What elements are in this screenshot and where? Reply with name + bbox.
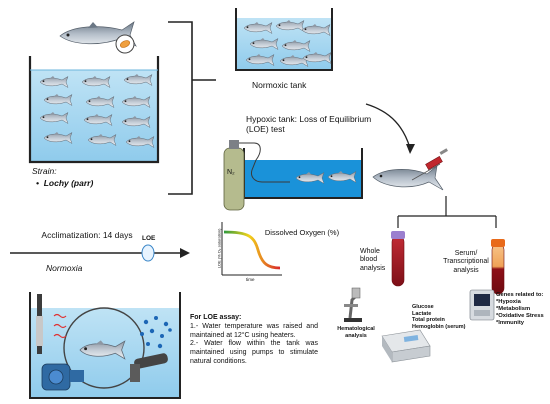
normoxia-label: Normoxia [46, 263, 83, 273]
tank-bracket [168, 21, 216, 195]
syringe-icon [411, 148, 448, 181]
serum-tube-icon [491, 239, 505, 295]
nitrogen-cylinder-icon [223, 140, 290, 211]
hypoxic-tank-label: Hypoxic tank: Loss of Equilibrium (LOE) … [246, 114, 372, 135]
do-curve [223, 230, 281, 270]
assay-notes: For LOE assay: 1.- Water temperature was… [190, 314, 318, 367]
gonad-zoom-icon [115, 34, 135, 54]
do-graph-title: Dissolved Oxygen (%) [264, 228, 340, 237]
biochem-item: Lactate [412, 310, 432, 317]
gene-item: *Oxidative Stress [496, 312, 544, 319]
strain-value-text: Lochy (parr) [43, 178, 94, 188]
nitrogen-label: N₂ [227, 169, 235, 176]
hematological-label: Hematological analysis [337, 326, 375, 339]
normoxic-tank-label: Normoxic tank [252, 80, 307, 90]
microscope-icon [344, 287, 362, 322]
bullet: • [36, 178, 44, 188]
salmon-icon [59, 21, 137, 47]
water-pump-icon [41, 353, 168, 391]
sampled-salmon-icon [372, 165, 444, 191]
bubbles [140, 316, 172, 349]
strain-label: Strain: [32, 166, 57, 176]
biochem-list: Glucose Lactate Total protein Hemoglobin… [412, 304, 472, 330]
acclimatization-label: Acclimatization: 14 days [41, 230, 133, 240]
flow-arrow-head [406, 144, 415, 154]
timeline-axis [10, 244, 190, 262]
whole-blood-tube-icon [391, 231, 405, 287]
sequencer-icon [469, 289, 495, 321]
gene-item: *Hypoxia [496, 298, 521, 305]
gene-item: *Metabolism [496, 305, 531, 312]
whole-blood-label: Whole blood analysis [360, 248, 386, 272]
assay-title: For LOE assay: [190, 314, 242, 321]
do-graph-xlabel: time [246, 277, 255, 282]
assay-step-2: 2.- Water flow within the tank was maint… [190, 340, 318, 365]
do-graph-ylabel: LOE (% O₂ saturation) [216, 228, 222, 269]
do-graph [221, 222, 282, 276]
genes-title: Genes related to: [496, 292, 544, 298]
biochem-item: Glucose [412, 304, 434, 310]
assay-step-1: 1.- Water temperature was raised and mai… [190, 322, 318, 339]
gene-item: *Immunity [496, 319, 525, 326]
sampling-tree [397, 196, 497, 228]
heater-icon [36, 294, 67, 354]
genes-list: Genes related to: *Hypoxia *Metabolism *… [496, 292, 550, 327]
biochem-item: Total protein [412, 317, 445, 324]
strain-value: • Lochy (parr) [36, 178, 93, 188]
serum-label: Serum/ Transcriptional analysis [443, 250, 489, 274]
hypoxic-tank [243, 148, 363, 199]
biochem-item: Hemoglobin (serum) [412, 323, 466, 330]
loe-marker-label: LOE [142, 235, 156, 242]
biochemistry-analyzer-icon [381, 329, 431, 363]
flow-arrow [365, 103, 411, 149]
